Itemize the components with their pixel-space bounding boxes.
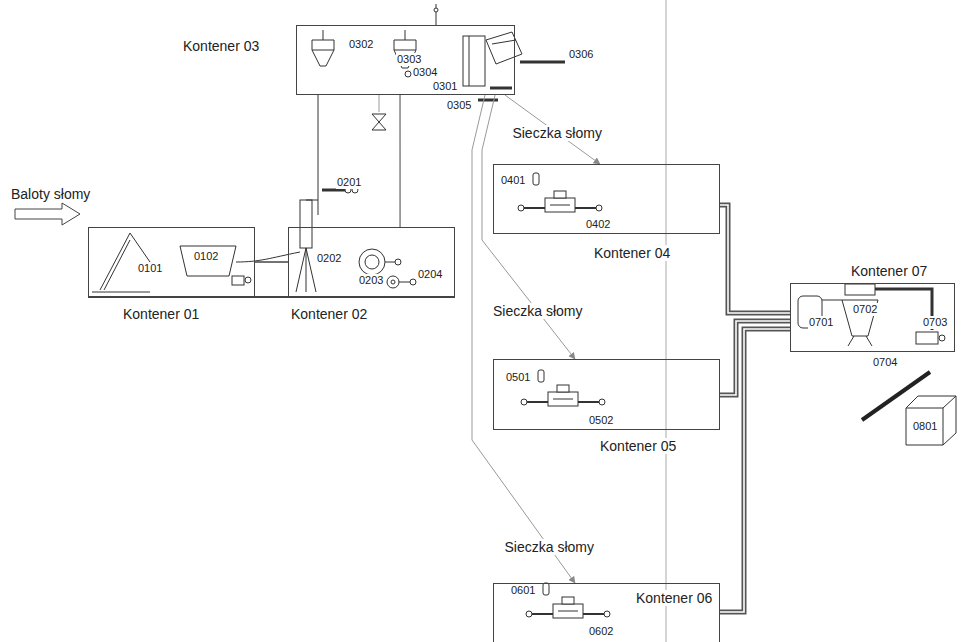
flow-label: Sieczka słomy bbox=[510, 125, 603, 141]
pipe-wall bbox=[720, 321, 790, 395]
pipe bbox=[255, 261, 288, 263]
container-box: Kontener 01 bbox=[88, 227, 255, 297]
feed-line bbox=[472, 95, 575, 583]
hopper bbox=[180, 246, 300, 285]
container-label: Kontener 07 bbox=[849, 263, 929, 279]
container-label: Kontener 06 bbox=[634, 590, 714, 606]
callout-number: 0703 bbox=[922, 316, 948, 329]
callout-number: 0305 bbox=[446, 99, 472, 112]
callout-number: 0204 bbox=[417, 268, 443, 281]
flow-label: Sieczka słomy bbox=[491, 303, 584, 319]
pipe-wall bbox=[720, 205, 790, 313]
wall-line bbox=[666, 0, 667, 642]
callout-number: 0704 bbox=[872, 356, 898, 369]
dosing-screw bbox=[322, 95, 386, 193]
container-label: Kontener 02 bbox=[289, 306, 369, 322]
callout-number: 0203 bbox=[358, 274, 384, 287]
callout-number: 0601 bbox=[510, 584, 536, 597]
callout-number: 0501 bbox=[505, 371, 531, 384]
sensor-icon bbox=[533, 173, 549, 595]
callout-number: 0401 bbox=[500, 174, 526, 187]
container-label: Kontener 03 bbox=[181, 38, 261, 54]
container-label: Kontener 04 bbox=[592, 245, 672, 261]
callout-number: 0302 bbox=[348, 38, 374, 51]
tank bbox=[798, 284, 945, 346]
callout-number: 0304 bbox=[412, 66, 438, 79]
input-label: Baloty słomy bbox=[10, 186, 91, 202]
callout-number: 0602 bbox=[588, 625, 614, 638]
flow-label: Sieczka słomy bbox=[502, 539, 595, 555]
callout-number: 0402 bbox=[585, 218, 611, 231]
container-label: Kontener 05 bbox=[598, 438, 678, 454]
pipe bbox=[720, 329, 790, 612]
callout-number: 0303 bbox=[396, 53, 422, 66]
pipe-wall bbox=[720, 329, 790, 612]
input-arrow bbox=[15, 203, 80, 225]
container-label: Kontener 01 bbox=[121, 306, 201, 322]
callout-number: 0306 bbox=[568, 48, 594, 61]
callout-number: 0702 bbox=[852, 303, 878, 316]
callout-number: 0301 bbox=[432, 80, 458, 93]
callout-number: 0701 bbox=[808, 316, 834, 329]
callout-number: 0801 bbox=[911, 418, 939, 434]
callout-number: 0502 bbox=[588, 414, 614, 427]
callout-number: 0102 bbox=[193, 250, 219, 263]
callout-number: 0201 bbox=[336, 176, 362, 189]
callout-number: 0202 bbox=[316, 252, 342, 265]
shredder-tower bbox=[296, 95, 318, 292]
storage-box: 0801 bbox=[905, 394, 957, 446]
callout-number: 0101 bbox=[137, 262, 163, 275]
pipe bbox=[720, 321, 790, 395]
pipe bbox=[400, 95, 401, 227]
fan bbox=[359, 249, 416, 288]
pipe bbox=[720, 205, 790, 313]
